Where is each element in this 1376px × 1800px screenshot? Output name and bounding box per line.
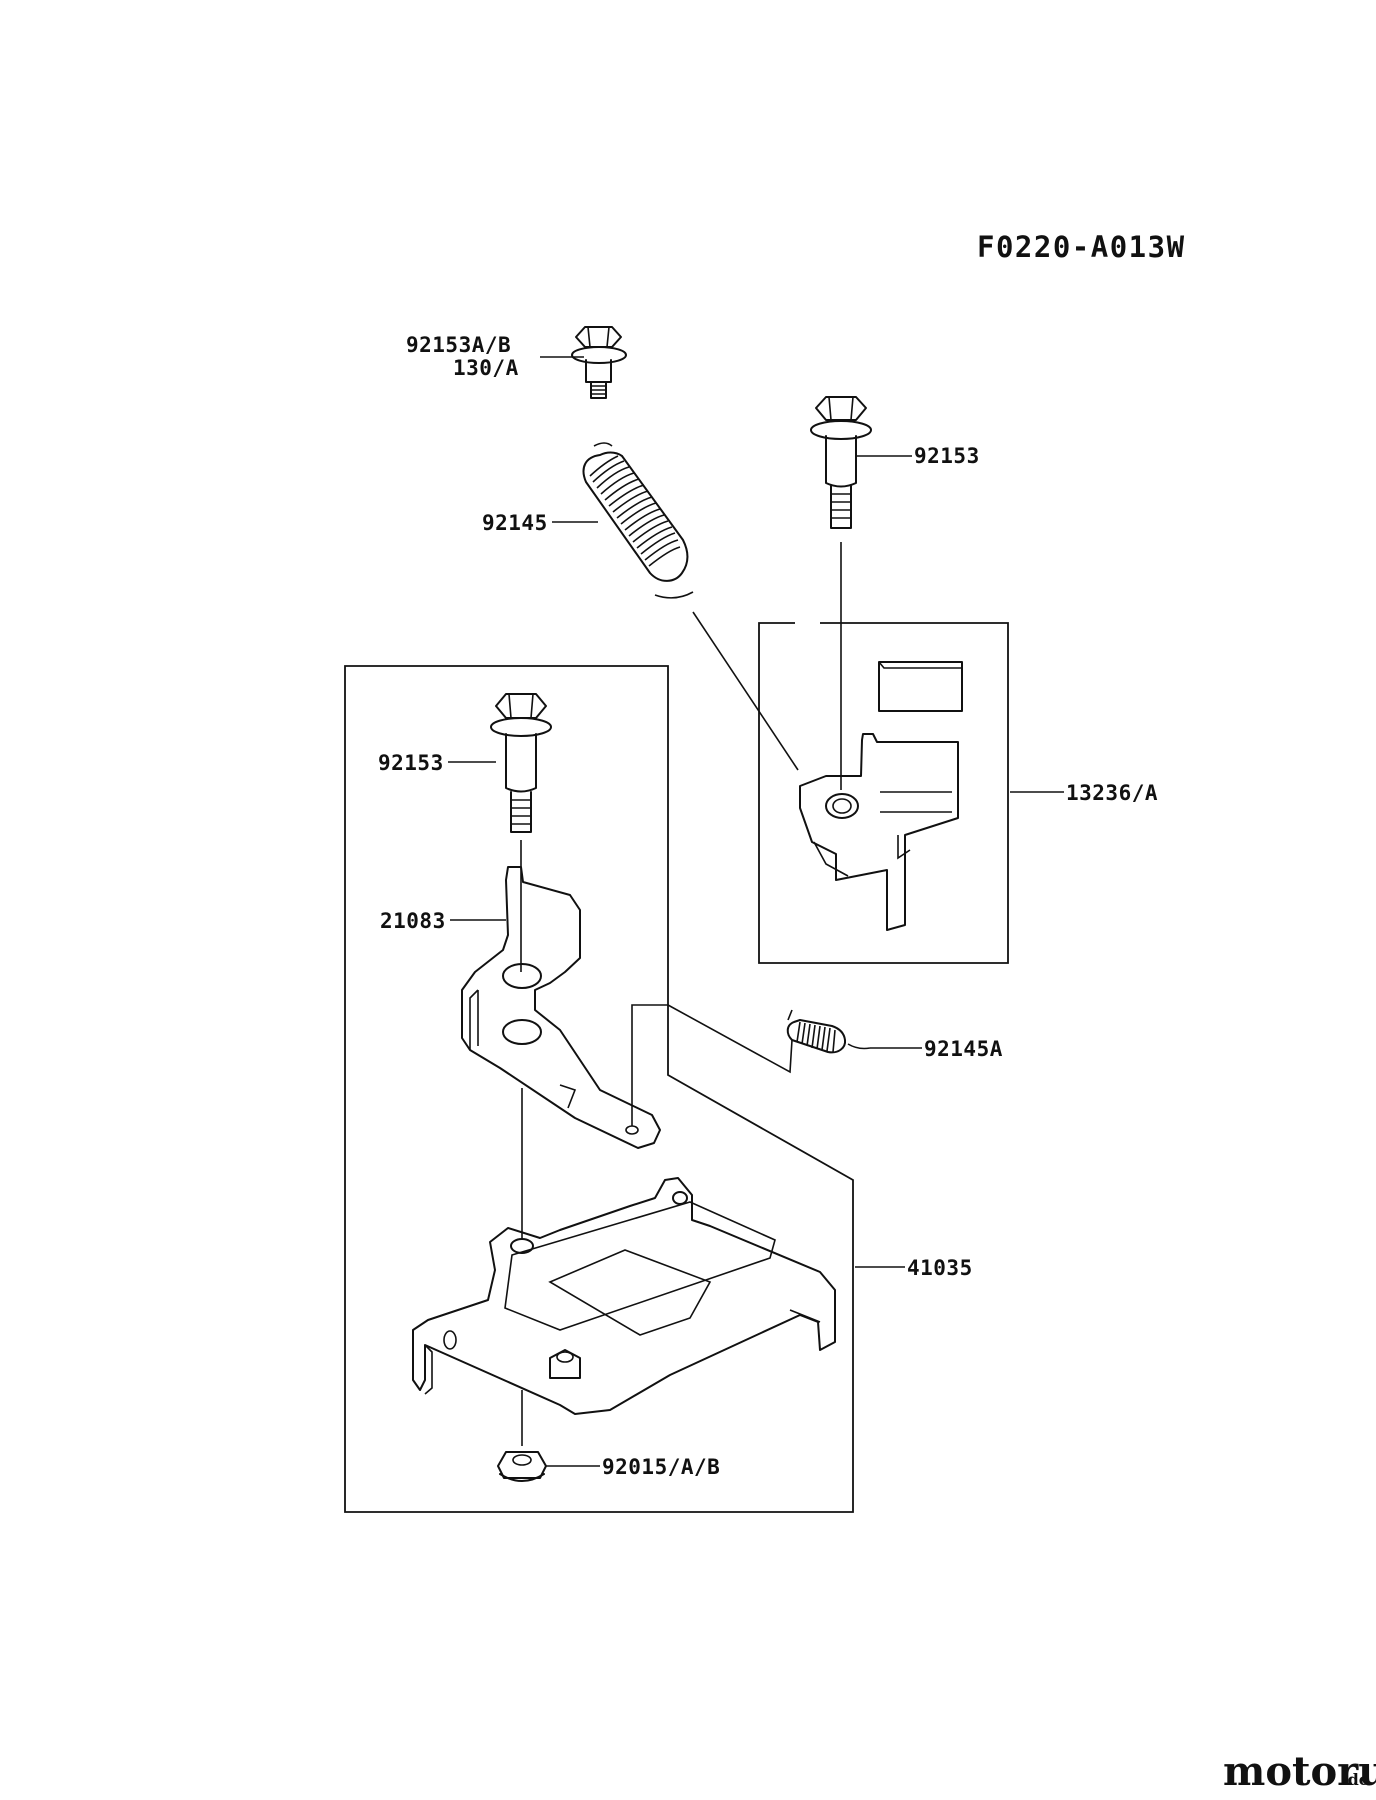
watermark-tld: .de xyxy=(1342,1770,1369,1789)
bolt-left-icon xyxy=(490,693,552,833)
group-box-bracket-assy xyxy=(758,622,1009,964)
callout-lever: 21083 xyxy=(380,909,446,933)
watermark-brand: motoruf xyxy=(1223,1748,1376,1795)
nut-icon xyxy=(497,1451,547,1482)
callout-spring-large: 92145 xyxy=(482,511,548,535)
callout-spring-small: 92145A xyxy=(924,1037,1003,1061)
callout-bolt-top: 92153A/B xyxy=(406,333,511,357)
bracket-assy-icon xyxy=(799,661,963,931)
diagram-code: F0220-A013W xyxy=(977,230,1186,264)
callout-bracket-assy: 13236/A xyxy=(1066,781,1158,805)
callout-bolt-top-sub: 130/A xyxy=(453,356,519,380)
group-box-plate-assy xyxy=(344,665,854,1513)
callout-plate: 41035 xyxy=(907,1256,973,1280)
callout-bolt-left: 92153 xyxy=(378,751,444,775)
plate-icon xyxy=(412,1177,836,1415)
spring-large-icon xyxy=(582,442,694,599)
callout-bolt-right: 92153 xyxy=(914,444,980,468)
lever-icon xyxy=(461,866,661,1149)
bolt-top-icon xyxy=(571,326,627,399)
spring-small-icon xyxy=(786,1009,871,1054)
bolt-right-icon xyxy=(810,396,872,529)
callout-nut: 92015/A/B xyxy=(602,1455,720,1479)
motoruf-logo: motoruf .de xyxy=(1223,1748,1376,1795)
